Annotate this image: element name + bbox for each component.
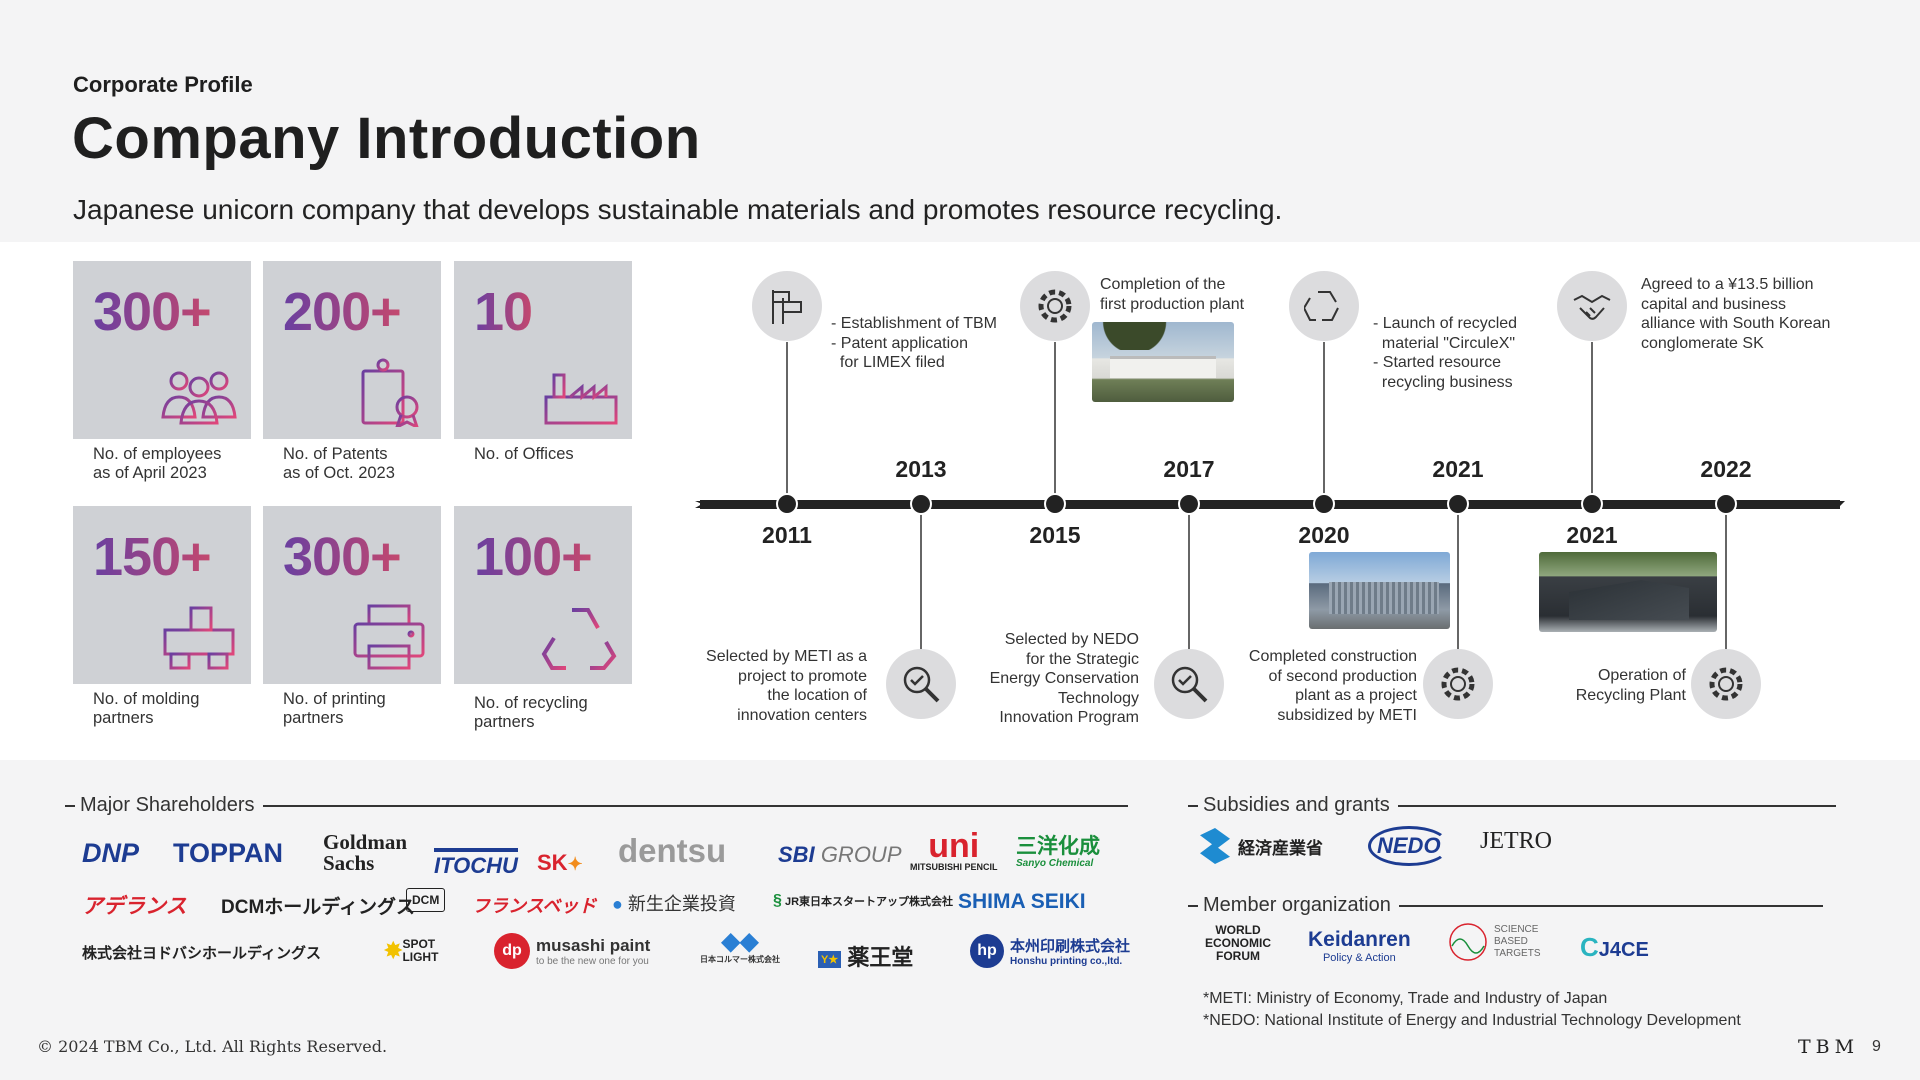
stat-value: 300+ [93,282,212,342]
year-label: 2013 [895,456,947,482]
second-plant-photo [1309,552,1450,629]
molding-machine-icon [163,606,235,670]
year-label: 2021 [1566,522,1618,548]
logo-yodobashi: 株式会社ヨドバシホールディングス [82,945,321,962]
stat-value: 10 [474,282,533,342]
year-label: 2011 [762,522,812,548]
copyright: © 2024 TBM Co., Ltd. All Rights Reserved… [37,1037,388,1056]
stat-card-offices: 10 [454,261,632,439]
logo-aderans: アデランス [82,895,187,918]
stat-card-recycling: 100+ [454,506,632,684]
logo-sbi-group: SBI GROUP [778,842,902,867]
logo-sanyo-chemical: 三洋化成 Sanyo Chemical [1016,835,1100,870]
year-label: 2022 [1700,456,1752,482]
header-band: Corporate Profile Company Introduction J… [0,0,1920,242]
first-plant-photo [1092,322,1234,402]
factory-icon [544,373,618,425]
magnifier-check-icon [903,666,940,703]
page-number: 9 [1872,1038,1881,1055]
stat-card-employees: 300+ [73,261,251,439]
members-heading: Member organization [1188,894,1823,917]
logo-shima-seiki: SHIMA SEIKI [958,890,1086,913]
logo-jr-east-startup: § JR東日本スタートアップ株式会社 [773,892,954,909]
stat-caption: No. of Offices [474,445,574,463]
year-label: 2017 [1163,456,1215,482]
recycling-plant-photo [1539,552,1717,632]
event-2020: - Launch of recycled material "CirculeX"… [1373,315,1518,391]
section-eyebrow: Corporate Profile [73,72,253,97]
logo-sk: SK✦ [537,850,583,875]
partners-band [0,760,1920,1080]
stat-card-printing: 300+ [263,506,441,684]
year-label: 2015 [1029,522,1081,548]
logo-toppan: TOPPAN [173,838,284,868]
year-label: 2020 [1298,522,1350,548]
stat-card-molding: 150+ [73,506,251,684]
subsidies-heading: Subsidies and grants [1188,794,1836,817]
flags-icon [772,290,802,324]
patent-certificate-icon [361,358,419,427]
history-timeline: 2013 2017 2021 2022 2011 2015 2020 2021 … [0,242,1920,760]
gear-icon [1709,667,1743,701]
year-label: 2021 [1432,456,1484,482]
recycle-icon [541,608,617,670]
page-title: Company Introduction [72,106,701,171]
logo-jetro: JETRO [1480,828,1552,854]
logo-j4ce: CJ4CE [1580,932,1649,962]
stat-value: 200+ [283,282,402,342]
logo-itochu: ITOCHU [434,848,518,879]
stat-value: 100+ [474,527,593,587]
logo-dentsu: dentsu [618,832,727,869]
logo-francebed: フランスベッド [472,896,597,916]
shareholders-heading: Major Shareholders [65,794,1128,817]
logo-yakuodo: Y★ 薬王堂 [818,940,913,972]
logo-keidanren: Keidanren Policy & Action [1308,928,1411,964]
footnotes: *METI: Ministry of Economy, Trade and In… [1203,990,1741,1029]
logo-dnp: DNP [82,838,140,868]
recycle-icon [1304,291,1339,321]
stat-value: 150+ [93,527,212,587]
logo-nedo: NEDO [1368,826,1450,866]
stat-value: 300+ [283,527,402,587]
logo-meti: 経済産業省 [1200,828,1323,864]
logo-shinsei: ● 新生企業投資 [612,894,736,914]
gear-icon [1038,289,1072,323]
gear-icon [1441,667,1475,701]
logo-dcm-holdings: DCMホールディングス [221,897,415,918]
logo-nihon-kolmar: ◆◆ 日本コルマー株式会社 [700,928,780,965]
event-2011: - Establishment of TBM- Patent applicati… [831,315,997,371]
logo-mitsubishi-pencil: uni MITSUBISHI PENCIL [910,827,998,872]
timeline-axis [695,271,1845,719]
handshake-icon [1573,294,1611,320]
brand-mark: TBM [1798,1036,1860,1058]
people-icon [161,371,237,425]
logo-dcm: DCM [406,888,446,912]
printer-icon [353,604,425,670]
stat-card-patents: 200+ [263,261,441,439]
page-subtitle: Japanese unicorn company that develops s… [73,194,1283,225]
magnifier-check-icon [1171,666,1208,703]
